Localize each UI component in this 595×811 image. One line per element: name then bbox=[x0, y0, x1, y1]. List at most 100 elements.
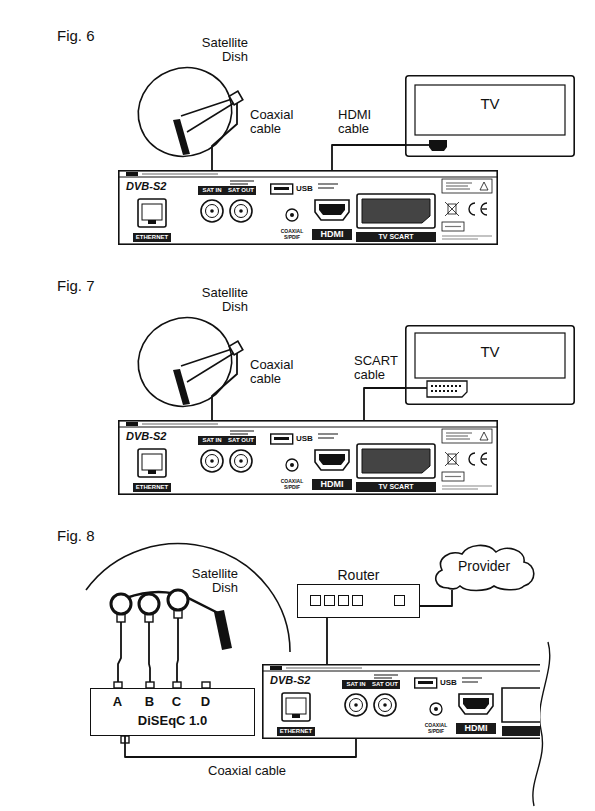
hdmi-socket bbox=[315, 450, 349, 470]
cable-label: HDMI cable bbox=[338, 108, 378, 136]
feed-arm bbox=[187, 103, 234, 132]
caution-box bbox=[442, 429, 492, 443]
usb-socket bbox=[418, 681, 433, 684]
switch-label: DiSEqC 1.0 bbox=[91, 713, 254, 729]
feed-arm bbox=[181, 349, 232, 366]
fine-print bbox=[230, 430, 254, 432]
scart-pins bbox=[431, 385, 463, 387]
f-connector bbox=[239, 459, 243, 463]
caution-box bbox=[442, 179, 492, 193]
lnb-wire bbox=[118, 622, 121, 682]
port-label: COAXIAL S/PDIF bbox=[276, 228, 308, 240]
ce-mark bbox=[482, 208, 487, 209]
fine-print bbox=[446, 188, 470, 189]
tv-body bbox=[406, 76, 574, 156]
ce-mark bbox=[469, 453, 475, 465]
port-label: SAT OUT bbox=[370, 680, 400, 689]
receiver-panel: DVB-S2ETHERNETSAT INSAT OUTUSBCOAXIAL S/… bbox=[118, 170, 498, 245]
rj45-socket bbox=[142, 454, 162, 470]
hdmi-port: HDMI bbox=[312, 196, 352, 240]
warning-icon bbox=[480, 432, 488, 440]
ethernet-port: ETHERNET bbox=[133, 448, 171, 492]
rj45-socket bbox=[138, 199, 166, 227]
sat-port: SAT OUT bbox=[226, 186, 256, 226]
port-label: SAT IN bbox=[198, 186, 226, 195]
fine-print bbox=[374, 674, 398, 676]
fine-print bbox=[462, 677, 482, 679]
hdmi-plug bbox=[429, 140, 447, 151]
f-connector bbox=[235, 205, 248, 218]
scart-pins bbox=[431, 390, 459, 392]
ce-mark bbox=[482, 458, 487, 459]
lnb bbox=[111, 594, 131, 614]
fine-print bbox=[318, 187, 334, 189]
fine-print bbox=[230, 183, 248, 185]
scart-plug bbox=[427, 381, 467, 397]
lnb-wire bbox=[177, 618, 178, 682]
tv-set: TV bbox=[405, 325, 575, 405]
model-sticker bbox=[126, 172, 138, 176]
panel-edge bbox=[119, 177, 497, 178]
usb-port: USB bbox=[270, 181, 316, 197]
dish-reflector bbox=[86, 544, 290, 652]
port-label: COAXIAL S/PDIF bbox=[276, 478, 308, 490]
lnb bbox=[229, 91, 243, 105]
bin-icon bbox=[445, 452, 459, 466]
fine-print bbox=[445, 226, 461, 227]
fine-print bbox=[446, 438, 470, 439]
rj45-socket bbox=[148, 220, 156, 224]
fine-print bbox=[442, 488, 478, 489]
panel-edge bbox=[263, 671, 540, 672]
scart-port: TV SCART bbox=[356, 442, 436, 492]
rj45-socket bbox=[286, 698, 306, 714]
fine-print bbox=[446, 432, 472, 433]
f-connector bbox=[350, 699, 363, 712]
node-outline bbox=[405, 75, 575, 157]
fine-print bbox=[446, 185, 468, 186]
node-outline bbox=[405, 325, 575, 405]
dish-label: Satellite Dish bbox=[176, 567, 238, 595]
sat-port: SAT IN bbox=[198, 186, 226, 226]
fine-print bbox=[442, 485, 492, 486]
coaxial-port: COAXIAL S/PDIF bbox=[276, 458, 308, 490]
cable-line bbox=[420, 590, 452, 606]
port-label: SAT OUT bbox=[226, 186, 256, 195]
f-connector bbox=[210, 209, 214, 213]
rating-box bbox=[442, 472, 464, 481]
cable-label: Coaxial cable bbox=[250, 358, 300, 386]
usb-socket bbox=[274, 187, 289, 190]
fine-print bbox=[446, 435, 468, 436]
rca-socket bbox=[430, 703, 442, 715]
dish-label: Satellite Dish bbox=[186, 286, 248, 314]
fine-print bbox=[142, 173, 218, 175]
fine-print bbox=[286, 667, 362, 669]
receiver-panel: DVB-S2ETHERNETSAT INSAT OUTUSBCOAXIAL S/… bbox=[262, 664, 540, 739]
dvb-logo: DVB-S2 bbox=[126, 430, 166, 443]
usb-socket bbox=[274, 437, 289, 440]
provider-cloud: Provider bbox=[430, 542, 538, 590]
hdmi-socket bbox=[315, 200, 349, 220]
hdmi-socket bbox=[319, 454, 345, 465]
fine-print bbox=[446, 182, 472, 183]
satellite-dish: Satellite Dish bbox=[133, 36, 248, 156]
bin-icon bbox=[445, 452, 459, 466]
cable-label: Coaxial cable bbox=[250, 108, 300, 136]
diseqc-switch: ABCDDiSEqC 1.0 bbox=[90, 688, 255, 736]
f-connector bbox=[230, 200, 252, 222]
bin-icon bbox=[445, 202, 459, 216]
port-label: COAXIAL S/PDIF bbox=[420, 722, 452, 734]
input-letter: C bbox=[166, 694, 186, 710]
satellite-dish: Satellite Dish bbox=[133, 286, 248, 406]
tv-body bbox=[406, 326, 574, 404]
router-port bbox=[352, 595, 363, 606]
ethernet-port: ETHERNET bbox=[277, 692, 315, 736]
ce-mark bbox=[481, 203, 487, 215]
rj45-socket bbox=[138, 449, 166, 477]
f-connector bbox=[201, 200, 223, 222]
fine-print bbox=[230, 180, 254, 182]
node-outline bbox=[118, 170, 498, 245]
coaxial-port: COAXIAL S/PDIF bbox=[420, 702, 452, 734]
node-outline bbox=[118, 420, 498, 495]
feed-arm bbox=[181, 99, 232, 116]
usb-socket bbox=[271, 434, 293, 444]
